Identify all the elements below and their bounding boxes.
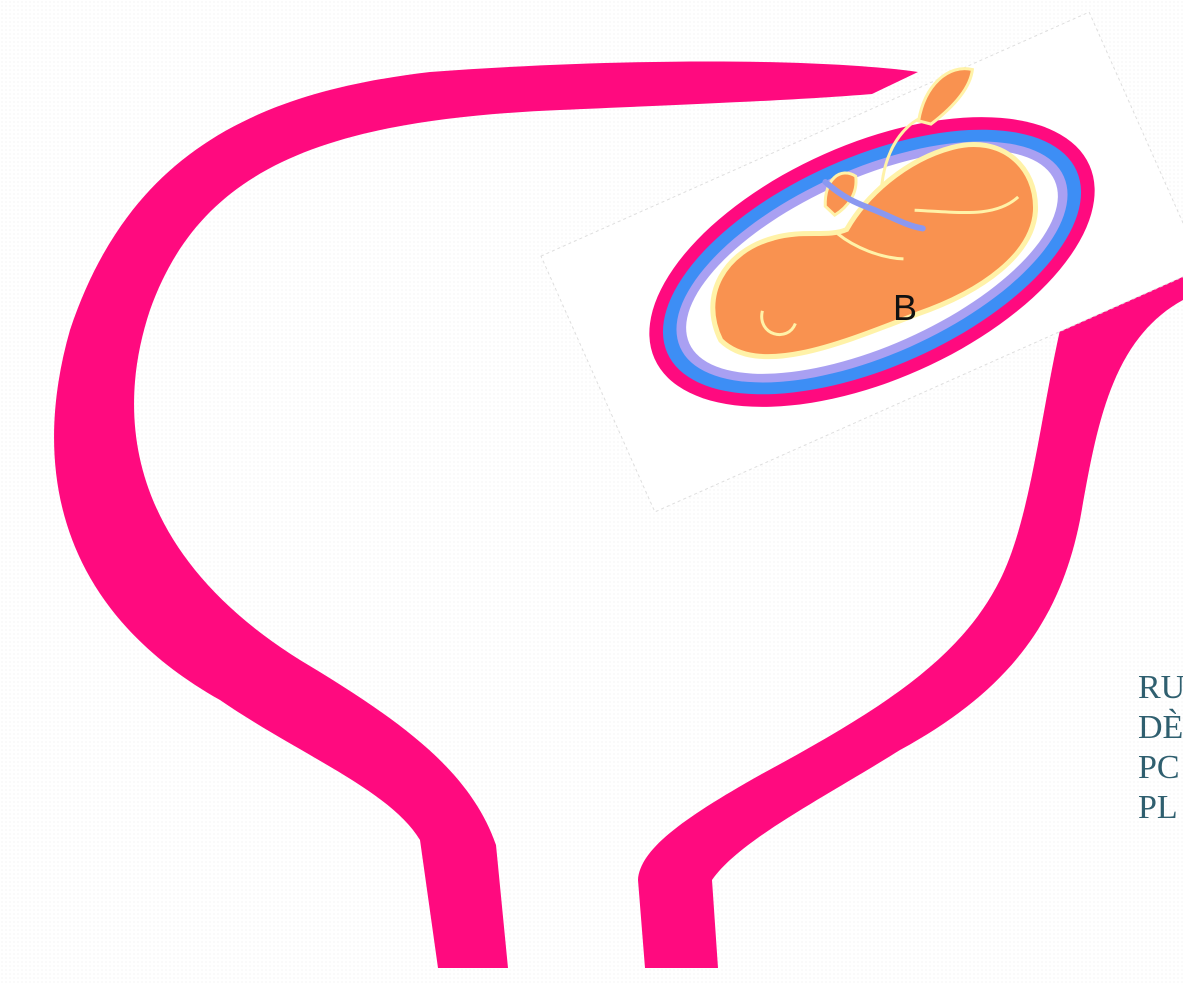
label-b: B	[893, 287, 917, 328]
side-text-line: RU	[1138, 668, 1183, 708]
side-text-line: PC	[1138, 748, 1183, 788]
side-text-line: DÈ	[1138, 708, 1183, 748]
side-text-block: RU DÈ PC PL	[1138, 668, 1183, 828]
side-text-line: PL	[1138, 788, 1183, 828]
